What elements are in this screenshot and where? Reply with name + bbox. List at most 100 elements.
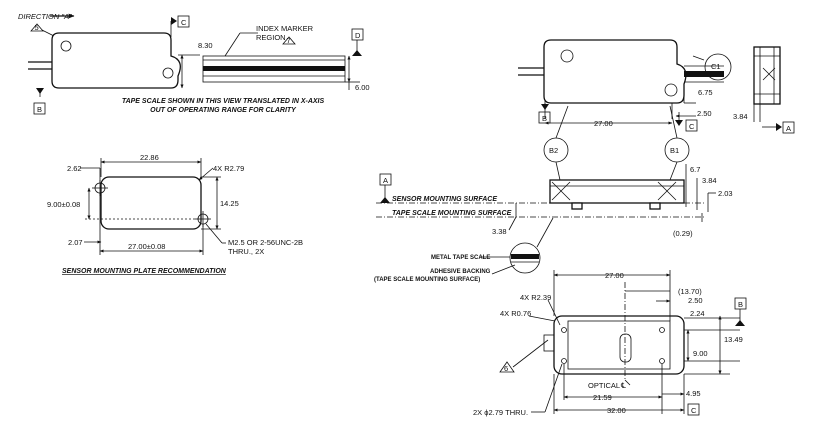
dim-0-29-text: (0.29) [673,229,693,238]
bdim-2-24-text: 2.24 [690,309,705,318]
rt-dim-3-84-text: 3.84 [733,112,748,121]
bdim-4x-r2-39-text: 4X R2.39 [520,293,551,302]
rt-dim-6-75-text: 6.75 [698,88,713,97]
bottom-hole-br [659,358,665,364]
bdatum-b-box [734,297,747,310]
bholes-leader [544,363,563,413]
rt-datum-c-triangle [675,120,683,126]
bottom-inner [567,320,671,370]
optical-cl-leader [624,379,631,386]
detail-b1-label: B1 [670,146,679,155]
optical-cl-symbol: ℄ [620,381,627,390]
flag-7-label: 7 [287,36,291,45]
tape-detail-leader [536,217,554,248]
datum-b-box [33,102,46,115]
detail-b2-leader-down [555,161,561,181]
index-marker-line1: INDEX MARKER [256,24,314,33]
detail-c1-circle [704,53,732,81]
rt-datum-c-label: C [689,122,695,131]
bdim-13-70-text: (13.70) [678,287,702,296]
side-x-right-2 [657,181,677,201]
datum-b-triangle [36,88,44,94]
view-note-line1: TAPE SCALE SHOWN IN THIS VIEW TRANSLATED… [122,98,325,105]
adhesive-line2: (TAPE SCALE MOUNTING SURFACE) [374,277,480,283]
datum-d-triangle [352,50,362,56]
dim-6-00-text: 6.00 [355,83,370,92]
rt-datum-a-triangle [776,123,782,131]
top-left-view: DIRECTION "A" 5 B C 8.30 INDEX MARKER RE… [18,12,370,115]
end-view-x2 [762,67,776,81]
metal-tape-label: METAL TAPE SCALE [431,255,490,261]
detail-b1-leader-down [669,161,678,181]
view-note-line2: OUT OF OPERATING RANGE FOR CLARITY [150,107,297,114]
rt-datum-c-box [685,119,698,132]
rt-datum-a-label: A [786,124,791,133]
bdim-4x-r2-39-leader [547,299,561,326]
bottom-view: 27.00 (13.70) 2.50 4X R2.39 4X R0.76 2.2… [473,270,747,417]
rt-datum-b-label: B [542,114,547,123]
side-datum-a-box [379,173,392,186]
tape-scale-band [203,66,345,71]
dim-3-38-text: 3.38 [492,227,507,236]
datum-d-label: D [355,31,361,40]
dim-4x-r2-79-leader [198,167,214,181]
adhesive-line1: ADHESIVE BACKING [430,269,491,275]
sensor-surface-label: SENSOR MOUNTING SURFACE [392,196,497,203]
mount-hole-left [60,40,72,52]
rt-sensor-body [543,39,687,104]
flag-5-triangle [30,23,44,32]
index-marker-leader [224,32,241,57]
side-x-left-2 [551,181,571,201]
dim-9-00-text: 9.00±0.08 [47,200,80,209]
datum-c-label: C [181,18,187,27]
side-view: B2 B1 A SENSOR MOUNTING SURFACE TAPE SCA… [374,105,733,283]
dim-2-07-text: 2.07 [68,238,83,247]
bdim-27-text: 27.00 [605,271,624,280]
direction-label: DIRECTION "A" [18,12,72,21]
dim-3-84-text: 3.84 [702,176,717,185]
bdim-21-59-text: 21.59 [593,393,612,402]
plate-outline [100,176,202,230]
datum-c-box [177,15,190,28]
sensor-body-top-view [51,32,181,89]
thread-leader [205,223,223,244]
detail-b2-label: B2 [549,146,558,155]
optical-cl-text: OPTICAL [588,381,620,390]
bdim-13-49-text: 13.49 [724,335,743,344]
end-view-inner [759,46,775,105]
rt-dim-2-50-text: 2.50 [697,109,712,118]
bdatum-c-box [687,403,700,416]
rt-datum-b-triangle [541,104,549,110]
dim-27-00-text: 27.00±0.08 [128,242,165,251]
bdatum-b-label: B [738,300,743,309]
detail-b2-leader-up [555,105,569,139]
bdim-4x-r0-76-text: 4X R0.76 [500,309,531,318]
side-foot-right [649,202,661,210]
thread-line2: THRU., 2X [228,247,264,256]
rt-mount-hole-left [560,49,574,63]
bdatum-b-triangle [735,320,745,326]
plate-caption: SENSOR MOUNTING PLATE RECOMMENDATION [62,268,227,275]
bholes-text: 2X ϕ2.79 THRU. [473,408,528,417]
tape-detail-circle [509,242,541,274]
bottom-hole-bl [561,358,567,364]
side-datum-a-label: A [383,176,388,185]
tape-surface-label: TAPE SCALE MOUNTING SURFACE [392,210,512,217]
detail-b1-leader-up [669,105,678,139]
flag-5-label: 5 [35,23,39,32]
dim-2-62-text: 2.62 [67,164,82,173]
detail-c1-leader [692,55,705,61]
bdim-2-50-text: 2.50 [688,296,703,305]
flag-6-triangle [499,361,515,373]
bdim-4x-r0-76-leader [528,315,556,322]
dim-8-30-text: 8.30 [198,41,213,50]
dim-22-86-text: 22.86 [140,153,159,162]
bdim-32-text: 32.00 [607,406,626,415]
side-datum-a-triangle [380,197,390,203]
dim-14-25-text: 14.25 [220,199,239,208]
index-marker-line2: REGION [256,33,286,42]
tape-detail-metal [511,254,539,259]
dim-6-7-text: 6.7 [690,165,700,174]
rt-tape-band [684,71,724,77]
